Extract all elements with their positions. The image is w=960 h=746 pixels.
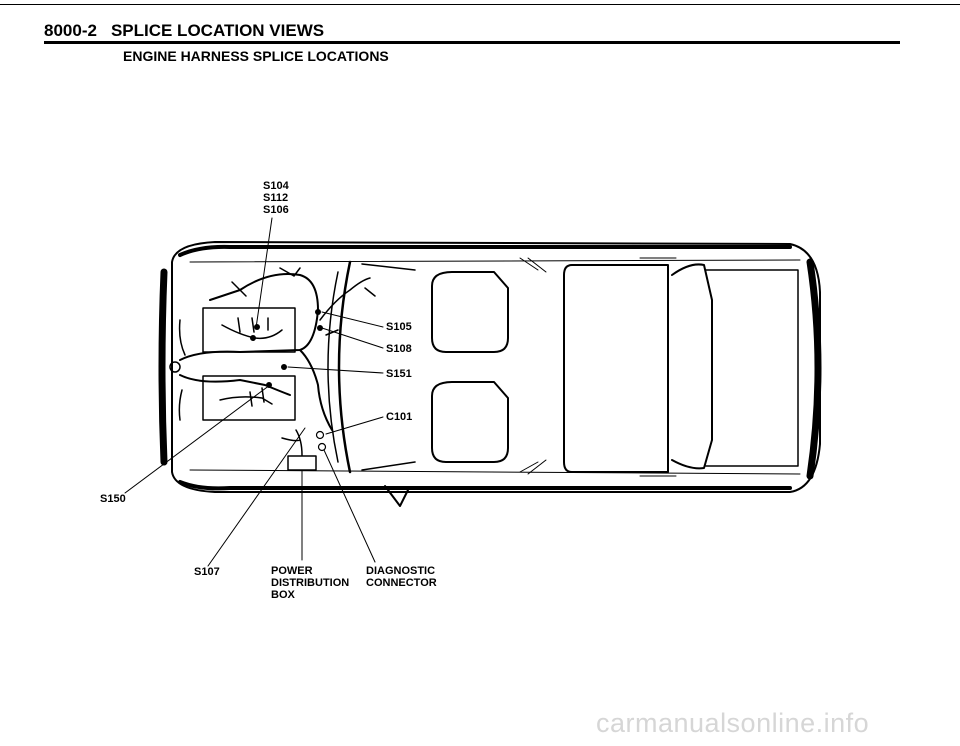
cowl-line bbox=[327, 271, 339, 463]
harness-to-pdb bbox=[281, 429, 303, 456]
doc-number: 8000-2 bbox=[44, 21, 97, 40]
leader-diagnostic bbox=[323, 449, 376, 563]
callout-power-distribution-box: POWER DISTRIBUTION BOX bbox=[271, 565, 349, 601]
leader-s151 bbox=[287, 366, 384, 374]
door-line-upper bbox=[519, 257, 547, 273]
rear-window bbox=[671, 263, 713, 470]
sunroof-panel-front bbox=[431, 271, 509, 353]
power-box-line-2: DISTRIBUTION bbox=[271, 577, 350, 589]
power-distribution-box bbox=[287, 455, 317, 471]
diag-line-2: CONNECTOR bbox=[366, 577, 437, 589]
rear-bumper bbox=[806, 258, 822, 480]
sunroof-panel-rear bbox=[431, 381, 509, 463]
splice-dot-s112 bbox=[250, 335, 256, 341]
headlamp-badge bbox=[169, 361, 181, 373]
diagram-subtitle: ENGINE HARNESS SPLICE LOCATIONS bbox=[123, 48, 389, 64]
callout-s107: S107 bbox=[194, 566, 220, 578]
splice-dot-s105 bbox=[315, 309, 321, 315]
leader-s105 bbox=[321, 311, 384, 328]
upper-body-band bbox=[178, 244, 792, 257]
fuse-panel-lower bbox=[202, 375, 296, 421]
callout-diagnostic-connector: DIAGNOSTIC CONNECTOR bbox=[366, 565, 437, 589]
callout-s112: S112 bbox=[263, 192, 289, 204]
door-line-lower bbox=[519, 459, 547, 475]
top-rule bbox=[0, 4, 960, 5]
harness-cowl bbox=[319, 277, 371, 336]
diag-line-1: DIAGNOSTIC bbox=[366, 565, 436, 577]
splice-dot-s108 bbox=[317, 325, 323, 331]
diagnostic-connector-port bbox=[317, 442, 327, 452]
callout-c101: C101 bbox=[386, 411, 413, 423]
splice-dot-s104 bbox=[254, 324, 260, 330]
front-bumper bbox=[158, 268, 168, 466]
callout-top-stack: S104 S112 S106 bbox=[263, 180, 289, 216]
harness-to-bulkhead bbox=[299, 349, 333, 431]
splice-dot-s151 bbox=[281, 364, 287, 370]
lower-body-band bbox=[178, 480, 792, 491]
windshield bbox=[337, 260, 352, 474]
callout-s108: S108 bbox=[386, 343, 412, 355]
leader-c101 bbox=[325, 416, 384, 435]
leader-s107 bbox=[207, 427, 306, 567]
leader-top-stack bbox=[255, 217, 273, 329]
roof-seam bbox=[639, 257, 677, 477]
lower-beltline bbox=[189, 469, 801, 475]
callout-s106: S106 bbox=[263, 204, 289, 216]
harness-branch-top bbox=[231, 267, 376, 297]
trunk-lid bbox=[705, 269, 799, 467]
harness-lower-trunk bbox=[179, 374, 291, 396]
watermark: carmanualsonline.info bbox=[596, 708, 870, 738]
leader-s150 bbox=[124, 384, 271, 494]
roof-panel bbox=[563, 264, 669, 473]
wiper-arm-lower bbox=[361, 461, 416, 471]
power-box-line-3: BOX bbox=[271, 589, 295, 601]
callout-s104: S104 bbox=[263, 180, 289, 192]
header-rule bbox=[44, 41, 900, 44]
section-title: SPLICE LOCATION VIEWS bbox=[110, 21, 325, 40]
callout-s151: S151 bbox=[386, 368, 412, 380]
leader-s108 bbox=[321, 327, 384, 349]
harness-fwd-left bbox=[178, 319, 186, 421]
upper-beltline bbox=[189, 259, 801, 263]
wiper-arm-upper bbox=[361, 263, 416, 271]
connector-c101 bbox=[315, 430, 325, 440]
side-mirror bbox=[384, 485, 409, 507]
page-header: 8000-2 SPLICE LOCATION VIEWS bbox=[44, 21, 324, 41]
callout-s105: S105 bbox=[386, 321, 412, 333]
car-body-outline bbox=[171, 241, 821, 493]
power-box-line-1: POWER bbox=[271, 565, 313, 577]
callout-s150: S150 bbox=[100, 493, 126, 505]
harness-main-trunk bbox=[179, 273, 319, 361]
